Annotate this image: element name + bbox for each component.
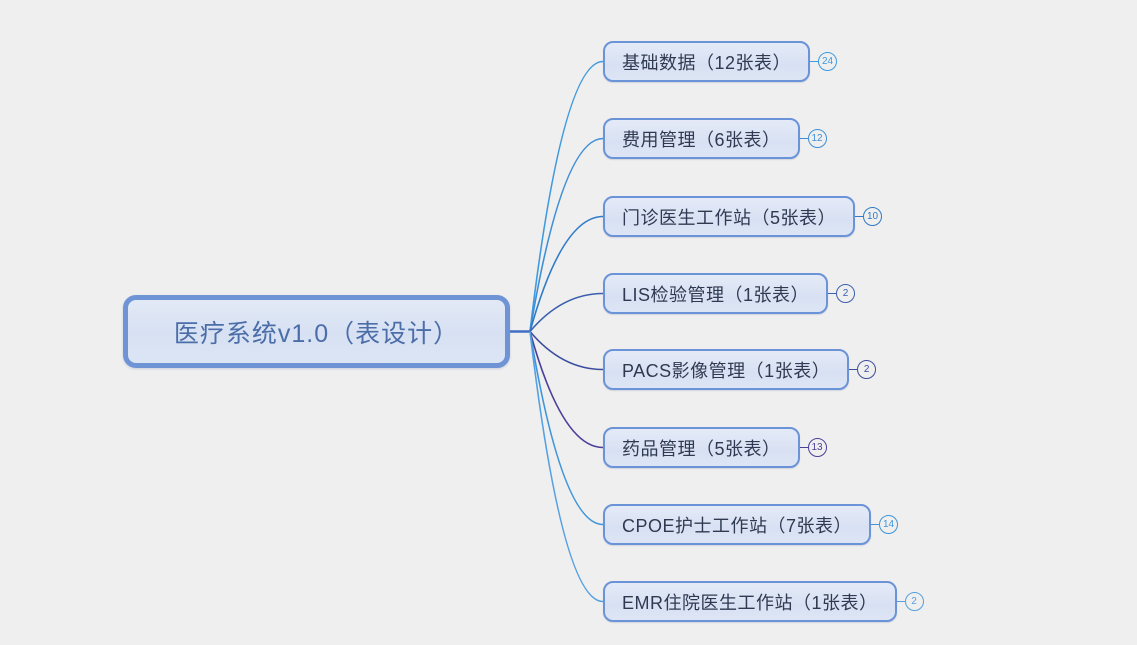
table-count-badge[interactable]: 2 (904, 592, 924, 611)
child-row: LIS检验管理（1张表） 2 (603, 273, 856, 314)
child-row: EMR住院医生工作站（1张表） 2 (603, 581, 924, 622)
child-row: 门诊医生工作站（5张表） 10 (603, 196, 883, 237)
topic-node-drug-management[interactable]: 药品管理（5张表） (603, 427, 800, 468)
topic-node-pacs-management[interactable]: PACS影像管理（1张表） (603, 349, 850, 390)
child-row: 费用管理（6张表） 12 (603, 118, 827, 159)
child-row: 药品管理（5张表） 13 (603, 427, 827, 468)
table-count-badge[interactable]: 14 (879, 515, 899, 534)
topic-node-cpoe-nurse-station[interactable]: CPOE护士工作站（7张表） (603, 504, 872, 545)
child-row: PACS影像管理（1张表） 2 (603, 349, 877, 390)
topic-node-lis-management[interactable]: LIS检验管理（1张表） (603, 273, 829, 314)
badge-connector-line (828, 293, 837, 294)
topic-node-outpatient-doctor-station[interactable]: 门诊医生工作站（5张表） (603, 196, 856, 237)
table-count-badge[interactable]: 12 (807, 129, 827, 148)
table-count-badge[interactable]: 2 (857, 360, 877, 379)
topic-label: EMR住院医生工作站（1张表） (622, 592, 878, 613)
topic-label: 费用管理（6张表） (622, 129, 781, 150)
topic-node-basic-data[interactable]: 基础数据（12张表） (603, 41, 811, 82)
topic-label: CPOE护士工作站（7张表） (622, 515, 853, 536)
topic-label: PACS影像管理（1张表） (622, 360, 831, 381)
table-count-badge[interactable]: 13 (807, 438, 827, 457)
badge-connector-line (896, 601, 905, 602)
child-row: CPOE护士工作站（7张表） 14 (603, 504, 899, 545)
root-topic-node[interactable]: 医疗系统v1.0（表设计） (123, 295, 510, 368)
topic-label: 药品管理（5张表） (622, 438, 781, 459)
table-count-badge[interactable]: 24 (818, 52, 838, 71)
badge-connector-line (871, 524, 880, 525)
badge-connector-line (799, 138, 808, 139)
badge-connector-line (810, 61, 819, 62)
root-topic-label: 医疗系统v1.0（表设计） (173, 319, 460, 348)
topic-node-emr-inpatient-doctor-station[interactable]: EMR住院医生工作站（1张表） (603, 581, 897, 622)
badge-connector-line (799, 447, 808, 448)
topic-label: LIS检验管理（1张表） (622, 284, 810, 305)
topic-label: 门诊医生工作站（5张表） (622, 207, 837, 228)
table-count-badge[interactable]: 10 (863, 207, 883, 226)
topic-node-fee-management[interactable]: 费用管理（6张表） (603, 118, 800, 159)
child-row: 基础数据（12张表） 24 (603, 41, 838, 82)
badge-connector-line (855, 216, 864, 217)
badge-connector-line (849, 369, 858, 370)
topic-label: 基础数据（12张表） (622, 52, 792, 73)
table-count-badge[interactable]: 2 (836, 284, 856, 303)
